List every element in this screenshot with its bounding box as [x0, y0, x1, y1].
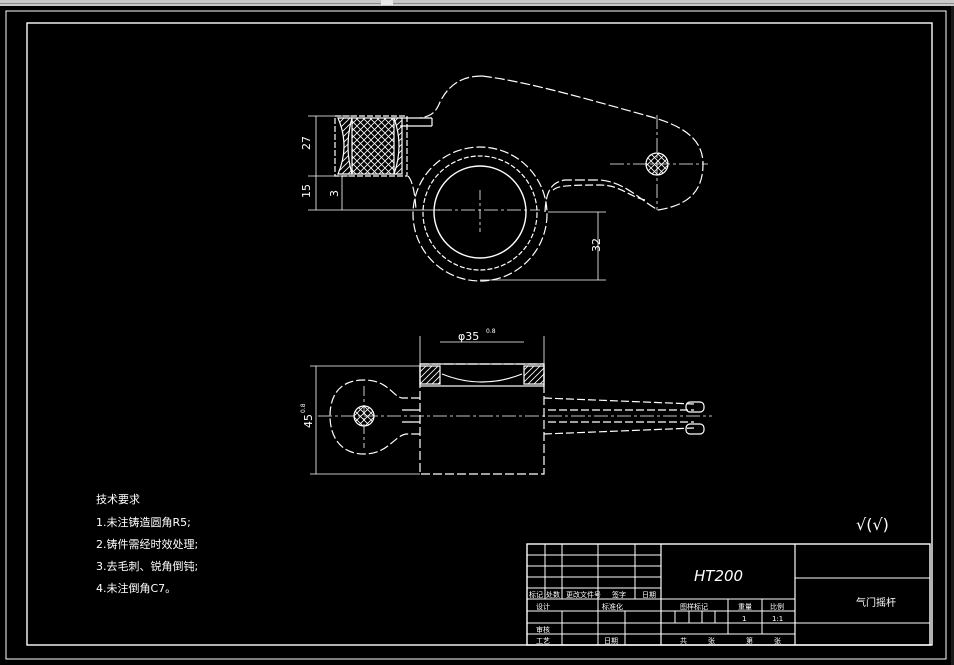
window-top-mark [381, 0, 393, 5]
weight-value: 1 [742, 615, 746, 623]
dim-dia45-tolerance: 0.8 [300, 403, 307, 413]
window-top-bar [0, 0, 954, 6]
header-date: 日期 [642, 591, 656, 599]
header-count: 处数 [546, 590, 560, 599]
roughness-symbol-text: √(√) [856, 515, 889, 534]
dim-dia45: 45 [302, 414, 315, 428]
row-design: 设计 [536, 602, 550, 611]
row-standardize: 标准化 [602, 602, 623, 611]
tech-requirements-title: 技术要求 [96, 493, 140, 506]
sheet-suffix-label: 张 [774, 636, 781, 645]
date-label: 日期 [604, 637, 618, 645]
top-hub-curve [441, 373, 523, 383]
hub-boss-circle [422, 155, 538, 271]
scale-value: 1:1 [772, 615, 783, 623]
row-process: 工艺 [536, 637, 550, 645]
scale-label: 比例 [770, 602, 784, 611]
tech-requirement-4: 4.未注倒角C7。 [96, 581, 176, 595]
sheet-number-label: 第 [746, 636, 753, 645]
dim-27: 27 [300, 136, 313, 150]
material-label: HT200 [694, 567, 743, 585]
tech-requirement-3: 3.去毛刺、锐角倒钝; [96, 559, 198, 573]
top-right-arm [543, 397, 695, 435]
dim-32: 32 [590, 238, 603, 252]
top-pin-hole-hatch [354, 406, 374, 426]
tech-requirements: 技术要求 1.未注铸造圆角R5; 2.铸件需经时效处理; 3.去毛刺、锐角倒钝;… [96, 493, 198, 595]
stage-mark: 图样标记 [680, 602, 708, 611]
hub-outer-circle [412, 146, 548, 282]
window-top-rule [0, 3, 954, 4]
outer-frame [5, 10, 947, 660]
dim-15: 15 [300, 184, 313, 198]
top-fork-upper-end [685, 401, 705, 413]
inner-frame [26, 22, 933, 646]
arm-lower-edge [552, 184, 646, 201]
arm-neck-left [407, 175, 417, 211]
header-change-doc: 更改文件号 [566, 590, 601, 599]
dim-3: 3 [328, 190, 341, 197]
tech-requirement-2: 2.铸件需经时效处理; [96, 537, 198, 551]
row-review: 审核 [536, 625, 550, 634]
arm-outline-right [481, 75, 704, 213]
top-left-boss [329, 379, 420, 455]
top-dimension-lines [310, 336, 545, 475]
window-right-edge [951, 6, 954, 665]
header-signature: 签字 [612, 590, 626, 599]
header-mark: 标记 [529, 590, 543, 599]
part-name-label: 气门摇杆 [856, 596, 896, 609]
sleeve-outline [334, 115, 408, 177]
arm-outline-left [419, 75, 483, 119]
title-block [526, 543, 931, 646]
total-sheets-label: 共 [680, 636, 687, 645]
sleeve-cross-hatch [351, 117, 395, 175]
pin-hole-hatch [646, 153, 668, 175]
dim-dia35: φ35 [458, 330, 479, 343]
front-dimension-lines [308, 115, 606, 281]
front-view: 27 15 3 32 [300, 75, 708, 282]
tech-requirement-1: 1.未注铸造圆角R5; [96, 515, 191, 529]
sleeve-right-hatch [393, 117, 403, 175]
roughness-symbol: √(√) [856, 515, 889, 534]
sheet-label: 张 [708, 636, 715, 645]
weight-label: 重量 [738, 603, 752, 611]
hub-bore-circle [433, 165, 527, 259]
top-hub-right-hatch [523, 365, 545, 385]
top-view: φ35 0.8 45 0.8 [300, 328, 712, 475]
top-fork-lower-end [685, 423, 705, 435]
sleeve-left-hatch [337, 117, 353, 175]
dim-dia35-tolerance: 0.8 [486, 328, 496, 335]
title-block-text: HT200 气门摇杆 标记 处数 更改文件号 签字 日期 设计 标准化 图样标记… [529, 567, 896, 645]
top-hub-left-hatch [419, 365, 441, 385]
